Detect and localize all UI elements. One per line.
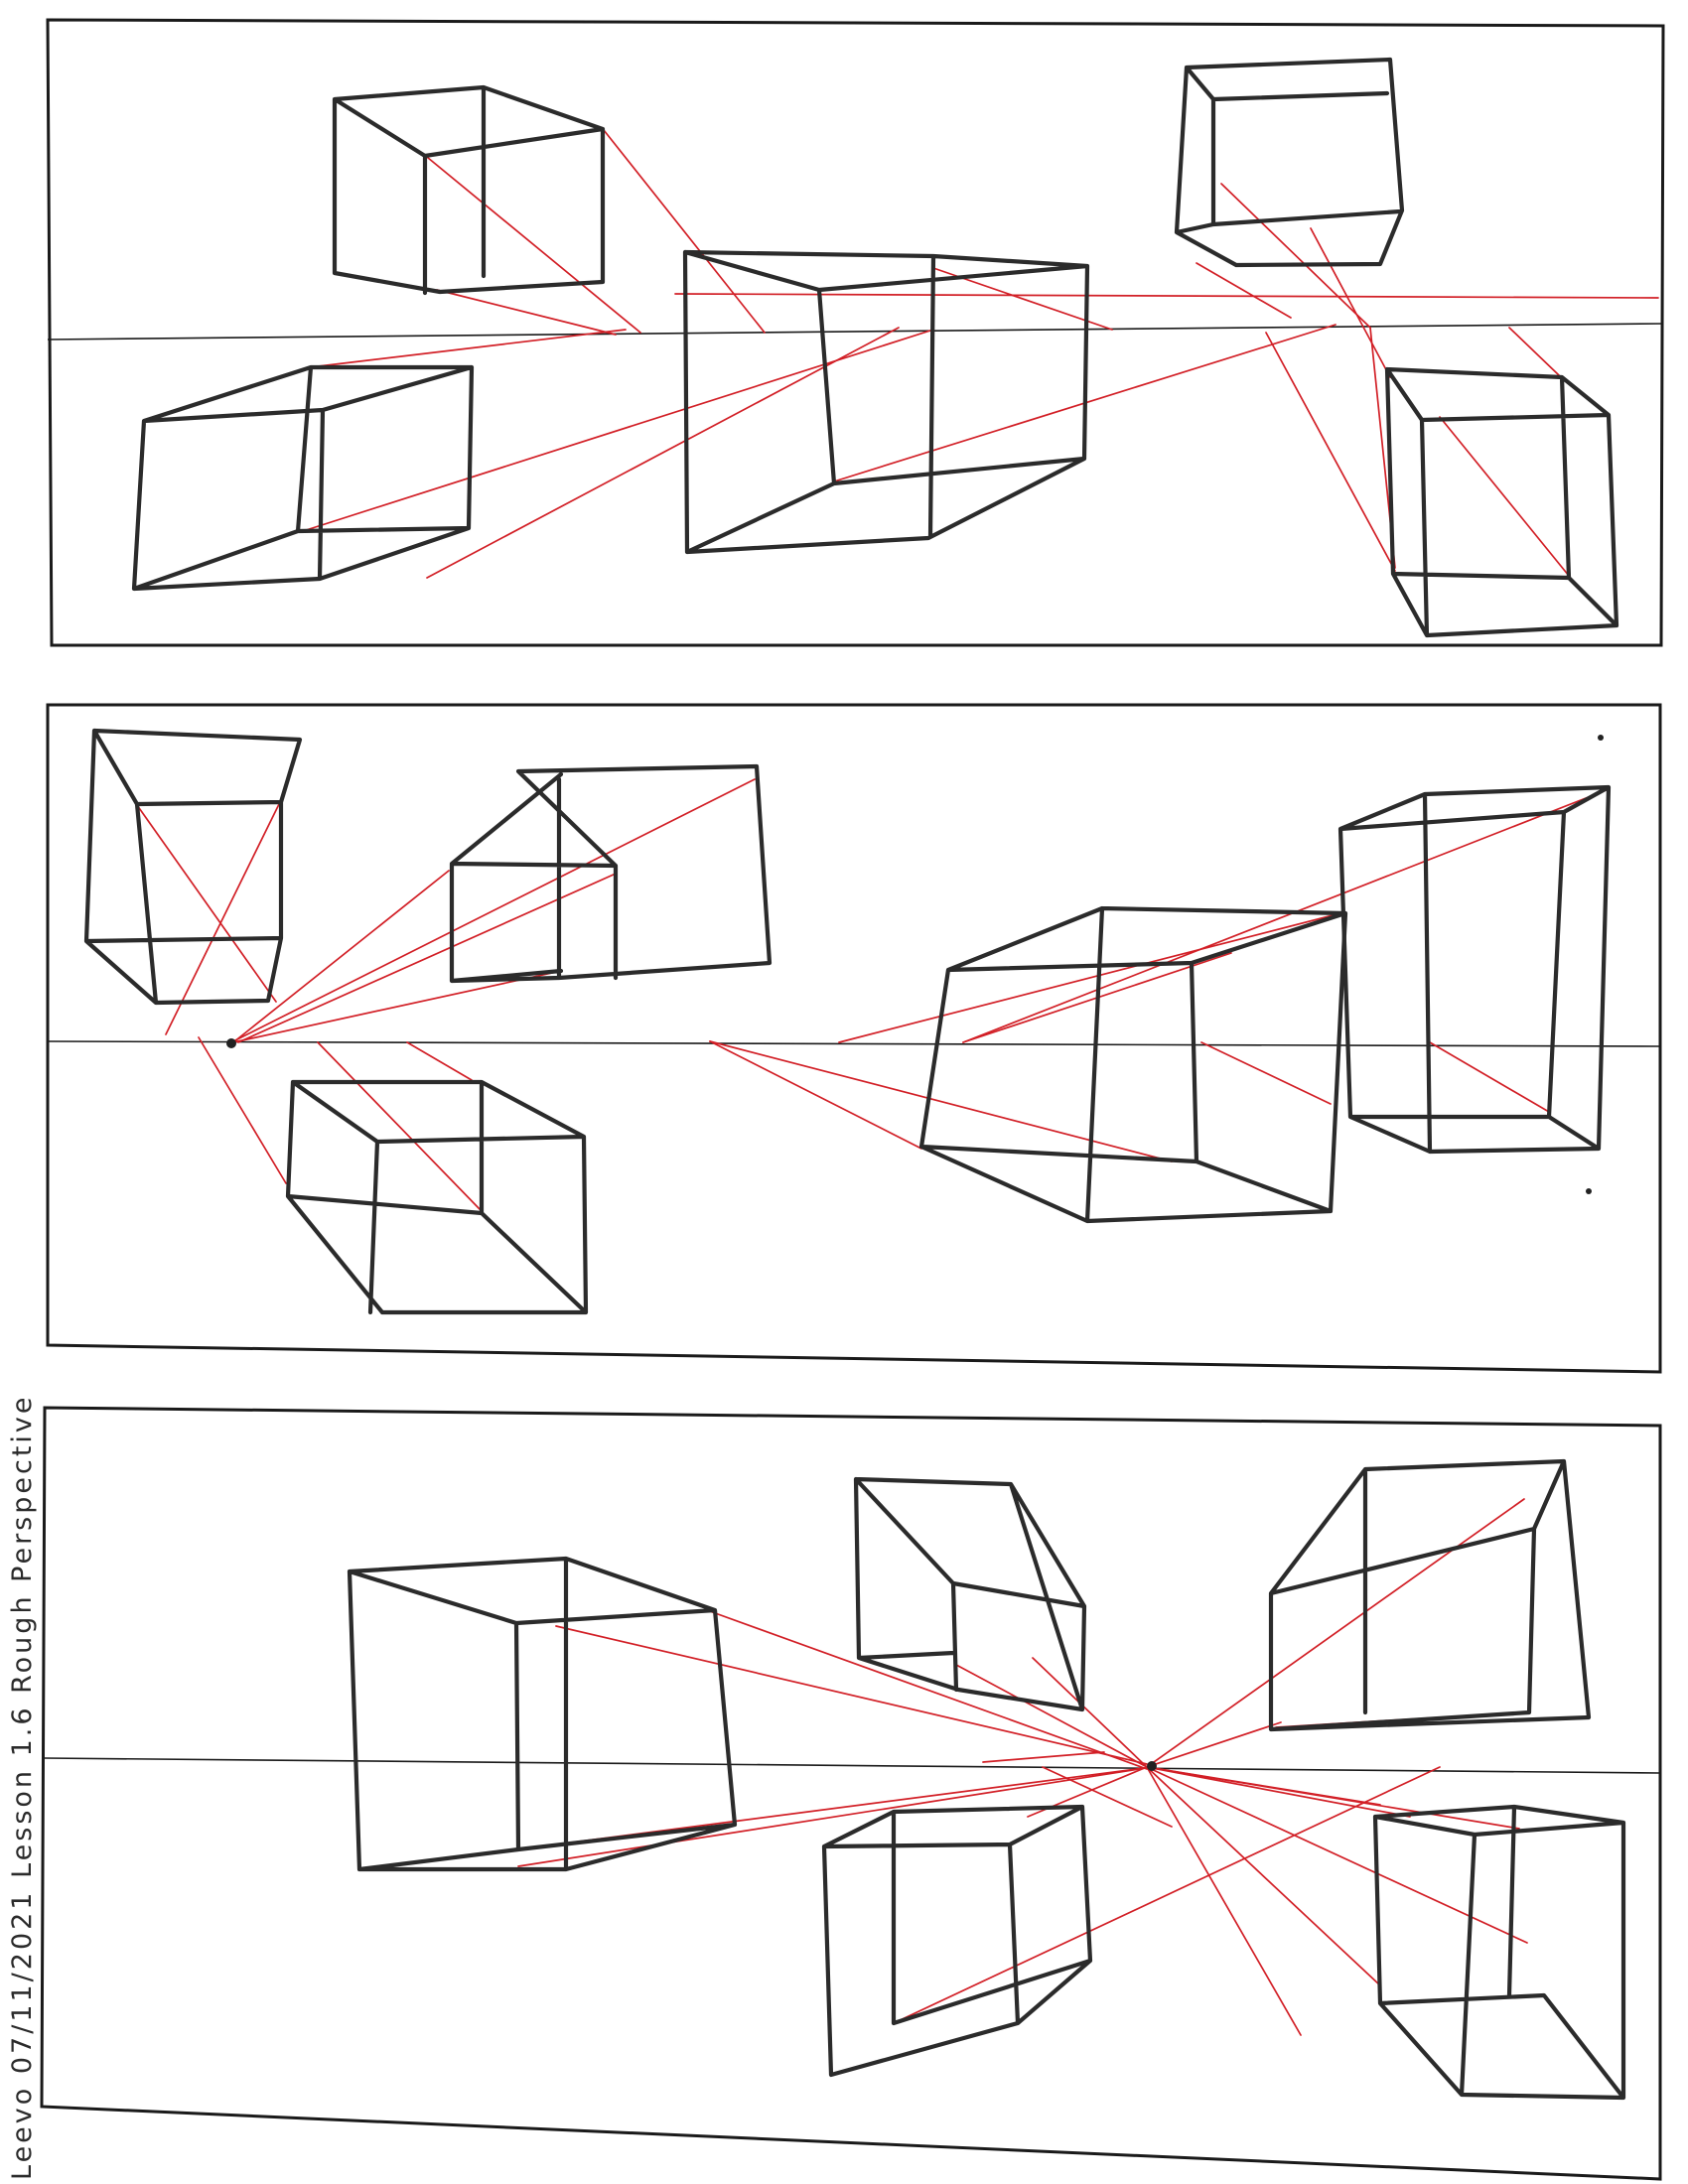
panel-1-cube-1 [332,84,606,296]
panel-1-cube-3 [682,249,1090,555]
panel-1 [46,18,1665,647]
panel-3-horizon-line [44,1757,1661,1774]
panel-3-cubes [347,1458,1626,2101]
panel-3-cube-2 [853,1476,1087,1712]
panel-2-frame [46,703,1662,1374]
panel-2-cube-2 [449,763,773,984]
panel-2-horizon-line [47,1040,1661,1047]
panel-2-stray-dot-1 [1598,735,1604,741]
panel-3-cube-5 [1372,1804,1626,2101]
panel-3 [40,1406,1662,2181]
panel-2-vanishing-point [226,1038,236,1048]
panel-2-cube-5 [1337,784,1612,1155]
panel-1-horizon-line [47,323,1664,341]
panel-2-stray-dot-2 [1586,1188,1592,1194]
panel-1-cubes [131,57,1619,638]
panel-1-cube-2 [131,364,475,592]
panel-3-frame [40,1406,1662,2181]
panel-2-cubes [83,728,1612,1315]
panel-3-cube-3 [1268,1458,1592,1732]
panel-2-cube-3 [285,1079,589,1315]
panel-2-cube-4 [918,905,1348,1224]
panel-2 [46,703,1662,1374]
panel-1-construction-lines [299,129,1659,579]
panel-2-construction-lines [136,778,1610,1210]
panel-3-cube-4 [821,1804,1093,2078]
panel-1-cube-5 [1384,366,1619,638]
panel-2-cube-1 [83,728,303,1006]
panel-3-cube-1 [347,1556,738,1872]
panel-1-cube-4 [1174,57,1405,268]
panel-1-frame [46,18,1665,647]
panel-3-vanishing-point [1147,1761,1157,1771]
